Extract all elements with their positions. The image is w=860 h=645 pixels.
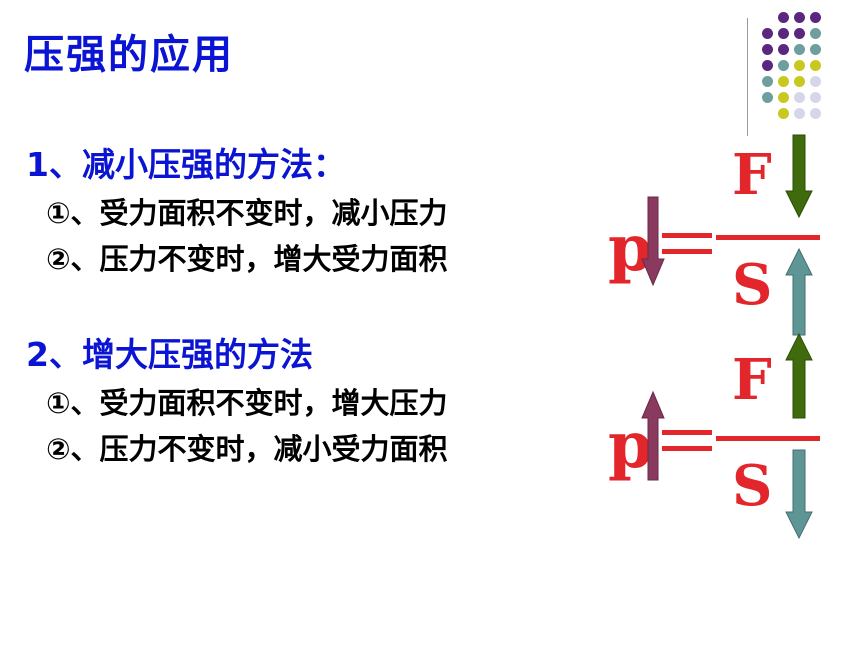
formula2-F: F <box>732 347 772 413</box>
decorative-dot <box>778 12 789 23</box>
formula2-p-up-arrow <box>641 390 665 481</box>
formula2-p: p <box>608 408 653 483</box>
decorative-dot <box>778 76 789 87</box>
formula2-equals-top <box>662 430 712 435</box>
formula1-S: S <box>732 252 773 318</box>
decorative-dot <box>762 28 773 39</box>
decorative-dot <box>810 12 821 23</box>
section2-item-2: ②、压力不变时，减小受力面积 <box>46 432 448 466</box>
decorative-dot <box>810 76 821 87</box>
formula1-equals-top <box>662 233 712 238</box>
formula-increase-pressure: p F S <box>600 332 840 540</box>
section2-item-1: ①、受力面积不变时，增大压力 <box>46 386 448 420</box>
decorative-dot-grid <box>762 12 842 137</box>
decorative-dot <box>810 44 821 55</box>
decorative-dot <box>794 108 805 119</box>
formula2-S-down-arrow <box>785 449 813 540</box>
formula1-p-down-arrow <box>641 196 665 287</box>
decorative-dot <box>794 76 805 87</box>
section1-item-1: ①、受力面积不变时，减小压力 <box>46 196 448 230</box>
decorative-dot <box>794 92 805 103</box>
formula1-equals-bottom <box>662 249 712 254</box>
formula1-F: F <box>732 142 772 208</box>
decorative-dot <box>778 92 789 103</box>
section1-item-2: ②、压力不变时，增大受力面积 <box>46 242 448 276</box>
decorative-dot <box>794 28 805 39</box>
formula1-S-up-arrow <box>785 247 813 336</box>
decorative-dot <box>762 92 773 103</box>
decorative-dot <box>762 76 773 87</box>
formula1-p: p <box>608 211 653 286</box>
decorative-dot <box>810 108 821 119</box>
decorative-dot <box>794 60 805 71</box>
decorative-dot <box>778 60 789 71</box>
decorative-dot <box>778 44 789 55</box>
section2-heading: 2、增大压强的方法 <box>26 335 313 374</box>
formula2-S: S <box>732 453 773 519</box>
decorative-dot <box>810 60 821 71</box>
formula-reduce-pressure: p F S <box>600 134 840 336</box>
decorative-dot <box>794 12 805 23</box>
formula2-fraction-bar <box>716 436 820 441</box>
decorative-dot <box>810 28 821 39</box>
formula1-F-down-arrow <box>785 134 813 219</box>
decorative-dot <box>762 60 773 71</box>
formula2-F-up-arrow <box>785 332 813 419</box>
decorative-dot <box>794 44 805 55</box>
decorative-divider <box>747 18 748 136</box>
section1-heading: 1、减小压强的方法： <box>26 145 346 184</box>
decorative-dot <box>778 108 789 119</box>
formula2-equals-bottom <box>662 446 712 451</box>
decorative-dot <box>778 28 789 39</box>
decorative-dot <box>762 44 773 55</box>
formula1-fraction-bar <box>716 235 820 240</box>
slide-title: 压强的应用 <box>24 32 234 78</box>
decorative-dot <box>810 92 821 103</box>
